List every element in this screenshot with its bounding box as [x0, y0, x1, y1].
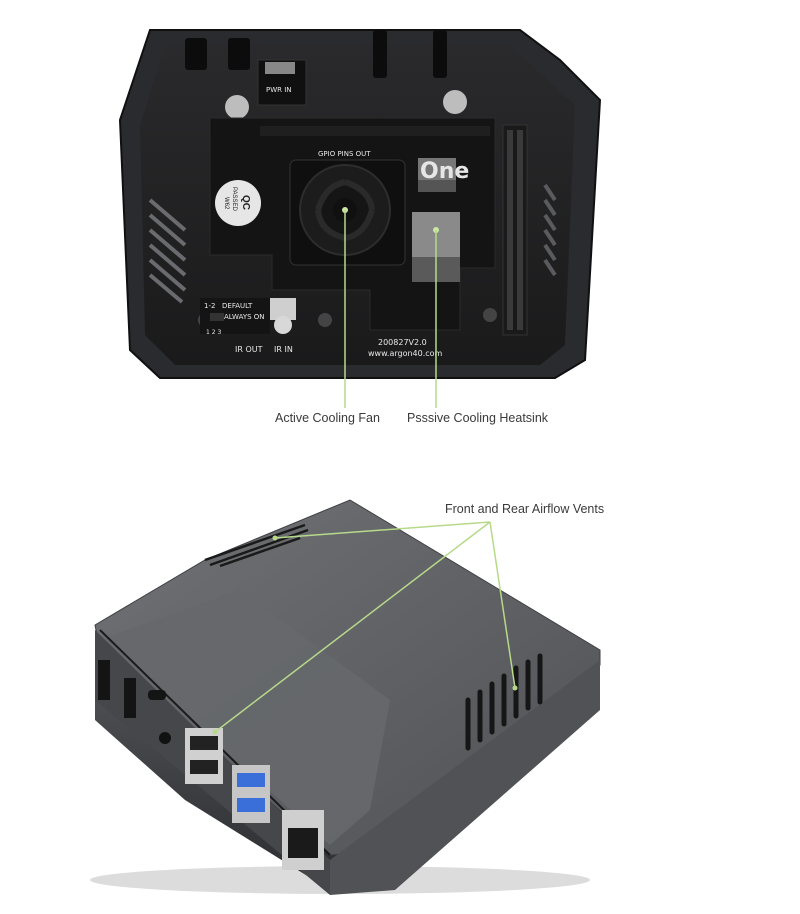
gpio-label: GPIO PINS OUT [318, 150, 371, 158]
ir-sensor [270, 298, 296, 320]
model-mark: One [420, 159, 469, 184]
board-url: www.argon40.com [368, 349, 443, 358]
power-port [265, 62, 295, 74]
svg-text:ALWAYS ON: ALWAYS ON [224, 313, 265, 321]
side-vent [148, 198, 187, 304]
audio-jack [159, 732, 171, 744]
svg-text:1 2 3: 1 2 3 [206, 329, 221, 336]
vents-callout: Front and Rear Airflow Vents [445, 502, 605, 516]
rear-vent [204, 523, 309, 568]
vents-leaders [214, 521, 516, 733]
closed-case-photo [90, 499, 601, 895]
gpio-passthrough [502, 124, 528, 336]
board-version: 200827V2.0 [378, 338, 427, 347]
usb-c-port [148, 690, 166, 700]
side-vent [543, 183, 557, 277]
ir-in-label: IR IN [274, 345, 293, 354]
qc-sticker [215, 180, 261, 226]
power-in-label: PWR IN [266, 86, 292, 94]
case-right [330, 660, 600, 895]
hdmi-port [124, 678, 136, 718]
top-slot [228, 38, 250, 70]
gpio-header [260, 126, 490, 136]
ir-out-label: IR OUT [235, 345, 263, 354]
svg-text:DEFAULT: DEFAULT [222, 302, 253, 310]
side-vent [465, 653, 543, 751]
usb2-ports [185, 728, 223, 784]
qc-passed: PASSED [231, 187, 237, 212]
standoff [443, 90, 467, 114]
qc-code: W62 [223, 197, 229, 210]
open-case-photo: PWR IN GPIO PINS OUT QC PASSED W62 [118, 29, 602, 408]
standoff [318, 313, 332, 327]
jumper-block: 1-2 DEFAULT ALWAYS ON 1 2 3 [200, 298, 270, 336]
top-slot [433, 30, 447, 78]
ethernet-port [282, 810, 324, 870]
heatsink-small [418, 158, 456, 192]
cooling-fan [289, 159, 406, 266]
usb3-ports [232, 765, 270, 823]
standoff [225, 95, 249, 119]
top-slot [373, 30, 387, 78]
svg-text:1-2: 1-2 [204, 302, 215, 310]
standoff [483, 308, 497, 322]
fan-callout: Active Cooling Fan [275, 411, 380, 425]
ir-receiver [274, 316, 292, 334]
hdmi-port [98, 660, 110, 700]
heatsink-callout: Psssive Cooling Heatsink [407, 411, 549, 425]
top-slot [185, 38, 207, 70]
qc-label: QC [240, 195, 251, 210]
